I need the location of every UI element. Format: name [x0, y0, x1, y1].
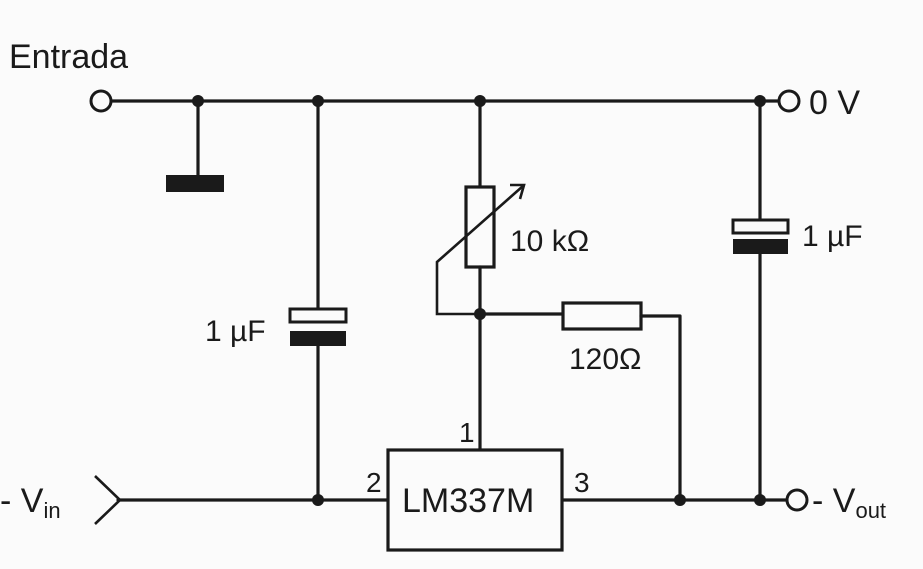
cap-left-label: 1 µF — [205, 315, 266, 348]
vin-label: - Vin — [0, 482, 61, 523]
pot-wiper-arrowhead — [510, 183, 526, 200]
vout-label-prefix: - V — [812, 482, 856, 520]
resistor-label: 120Ω — [569, 343, 641, 376]
ic-label: LM337M — [402, 482, 534, 520]
regulator-ic — [386, 448, 564, 552]
junction-dot — [754, 494, 766, 506]
cap-right-plate-negative — [733, 239, 788, 254]
resistor-right-lead — [639, 314, 682, 502]
cap-right-label: 1 µF — [802, 220, 863, 253]
pin1-label: 1 — [459, 417, 475, 448]
pin3-label: 3 — [574, 467, 590, 498]
junction-dot — [192, 95, 204, 107]
junction-dot — [474, 95, 486, 107]
vin-arrow-terminal — [94, 475, 122, 525]
junction-dot — [312, 494, 324, 506]
vin-label-prefix: - V — [0, 482, 44, 520]
pin2-label: 2 — [366, 467, 382, 498]
vin-label-subscript: in — [43, 498, 60, 523]
pot-wiper — [435, 185, 524, 316]
cap-left-plate-negative — [290, 331, 346, 346]
junction-dot — [674, 494, 686, 506]
zero-v-terminal — [777, 89, 801, 113]
junction-dot — [474, 308, 486, 320]
ground-symbol — [166, 175, 224, 192]
junction-dot — [312, 95, 324, 107]
vout-label-subscript: out — [855, 498, 886, 523]
cap-left-plate-positive — [288, 307, 348, 324]
zero-v-label: 0 V — [809, 84, 860, 122]
potentiometer-body — [464, 185, 496, 269]
pot-label: 10 kΩ — [510, 225, 589, 258]
junction-dot — [754, 95, 766, 107]
cap-right-plate-positive — [731, 218, 790, 235]
entrada-label: Entrada — [9, 38, 128, 76]
vout-terminal — [785, 488, 809, 512]
vout-label: - Vout — [812, 482, 886, 523]
input-terminal — [89, 89, 113, 113]
resistor-body — [561, 301, 643, 331]
